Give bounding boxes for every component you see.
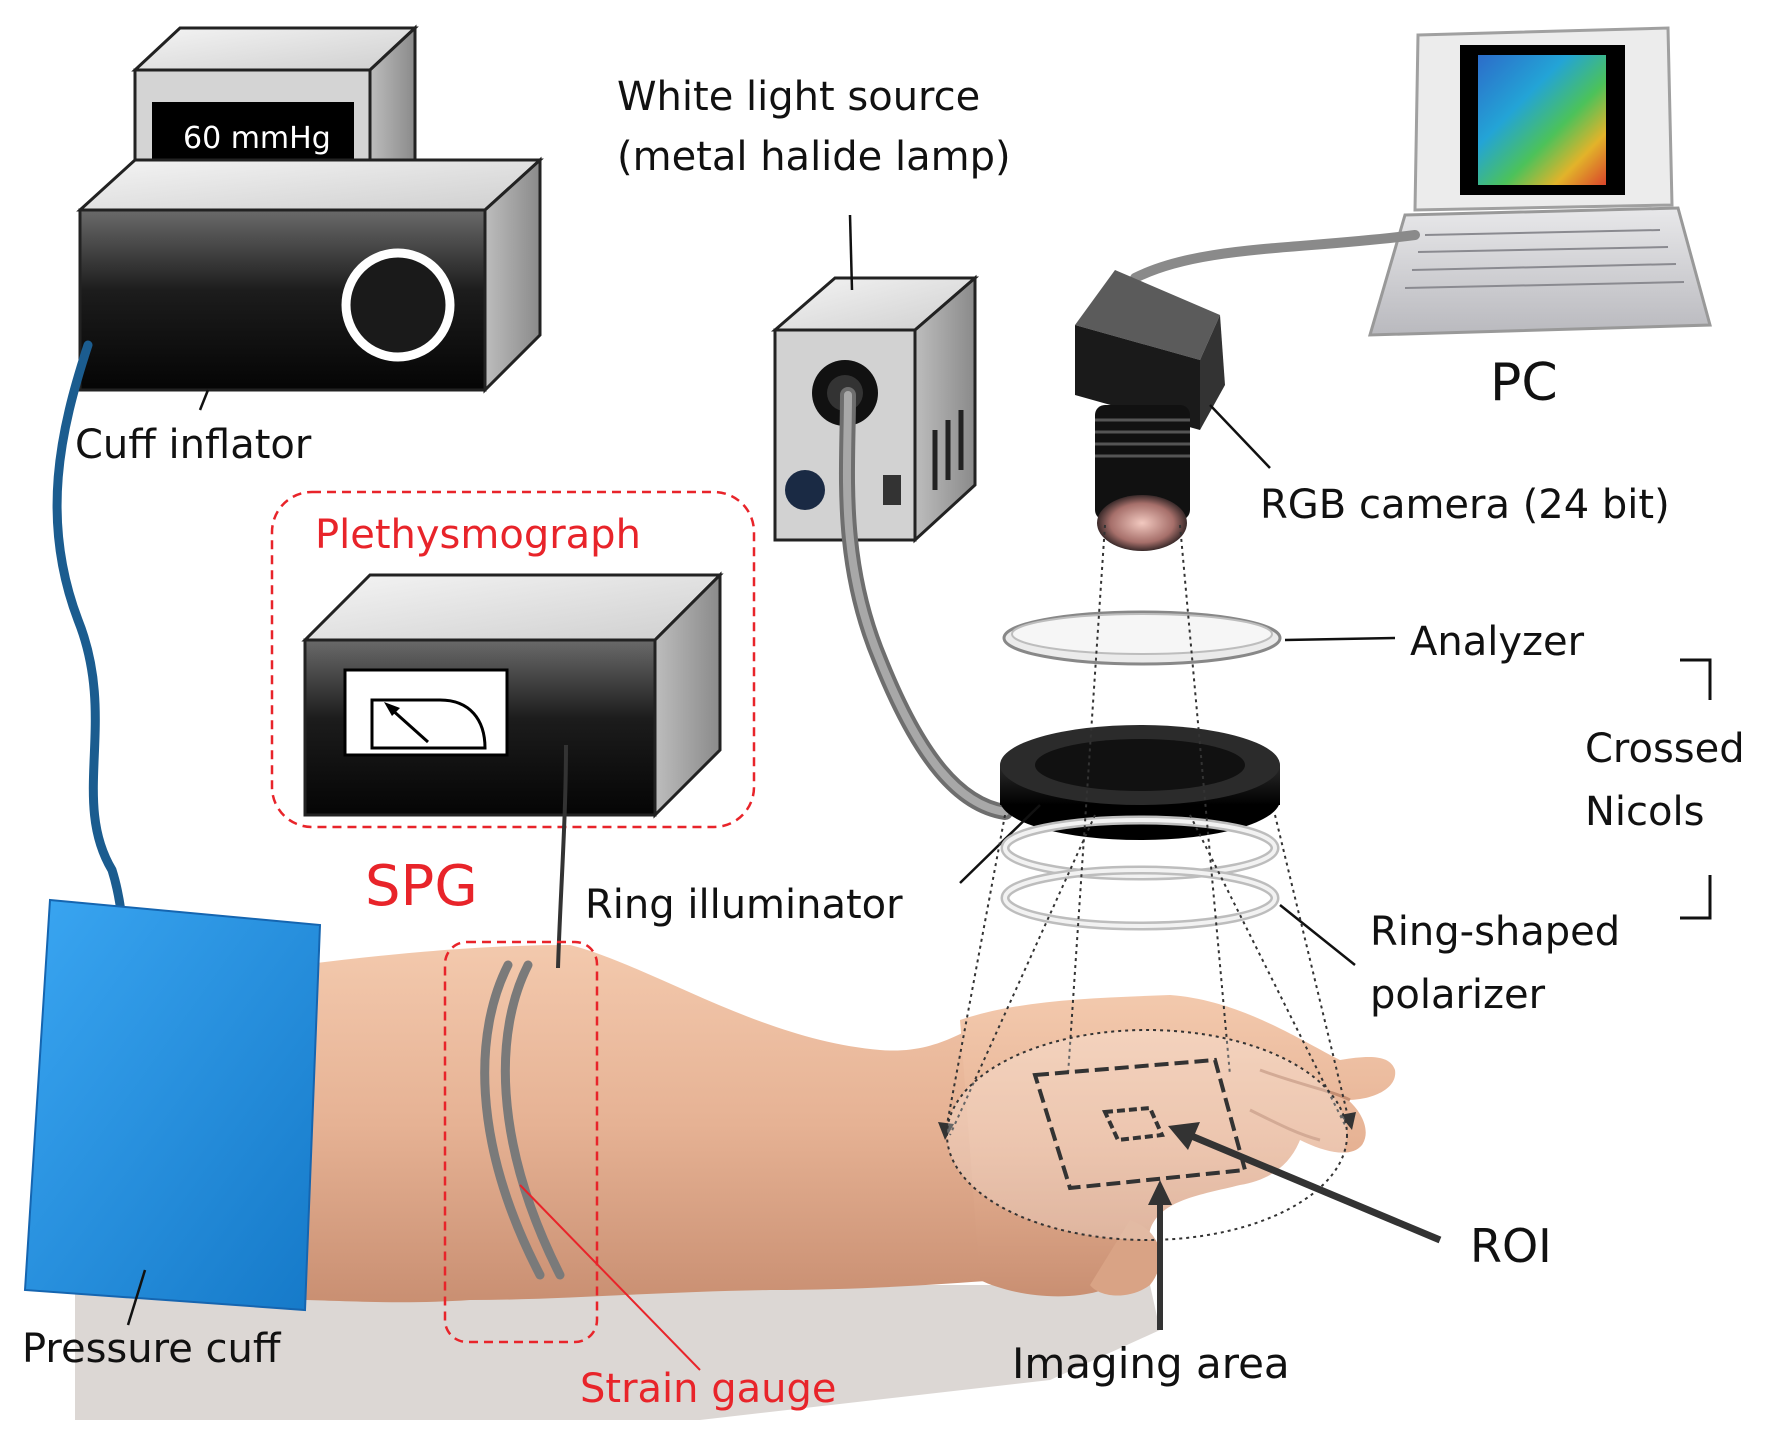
imaging-area-label: Imaging area xyxy=(1012,1339,1290,1388)
imaging-area-box xyxy=(1032,1057,1248,1191)
strain-gauge-label: Strain gauge xyxy=(580,1366,836,1412)
cone-arrow-left xyxy=(938,1122,954,1140)
cuff-inflator-label: Cuff inflator xyxy=(75,422,312,468)
strain-gauge-box xyxy=(443,940,599,1344)
light-source-label-2: (metal halide lamp) xyxy=(617,134,1011,180)
main-box-top xyxy=(76,158,544,212)
arm-shadow xyxy=(75,1285,1160,1420)
lens-ridges xyxy=(1095,418,1190,458)
crossed-nicols-bracket-bottom xyxy=(1680,875,1712,920)
crossed-nicols-bracket-top xyxy=(1680,658,1712,700)
rgb-camera xyxy=(1075,270,1271,551)
rgb-camera-label: RGB camera (24 bit) xyxy=(1260,482,1670,528)
pressure-knob-icon xyxy=(341,248,455,362)
white-light-source-device xyxy=(770,214,980,544)
spg-label: SPG xyxy=(365,854,478,919)
light-source-leader xyxy=(848,214,854,291)
camera-usb-cable xyxy=(1130,230,1420,283)
analyzer-label: Analyzer xyxy=(1410,619,1585,665)
plethysmograph-label: Plethysmograph xyxy=(315,512,641,558)
ring-polarizer-label-2: polarizer xyxy=(1370,972,1546,1018)
screen-image xyxy=(1478,55,1606,185)
cuff-inflator-leader xyxy=(198,389,210,411)
spg-device xyxy=(301,571,724,819)
analyzer-filter xyxy=(1002,610,1396,666)
cone-arrow-right xyxy=(1340,1112,1356,1130)
camera-lens-barrel xyxy=(1095,405,1190,520)
analyzer-leader xyxy=(1284,636,1396,642)
roi-box xyxy=(1101,1105,1165,1143)
light-knob-icon xyxy=(785,470,825,510)
gauge-needle-icon xyxy=(388,706,430,744)
keyboard-keys xyxy=(1404,229,1685,289)
thumb xyxy=(1090,1220,1161,1296)
rgb-camera-leader xyxy=(1209,404,1271,469)
cuff-band xyxy=(23,898,322,1312)
plethysmograph-group-box xyxy=(270,490,756,829)
pc-label: PC xyxy=(1490,353,1558,413)
cuff-display-value: 60 mmHg xyxy=(183,121,331,156)
vent-slots xyxy=(932,410,964,490)
cuff-inflator-device xyxy=(76,24,544,411)
light-source-label-1: White light source xyxy=(617,74,980,120)
finger-lines xyxy=(1249,1068,1351,1142)
laptop-base xyxy=(1367,206,1712,337)
pressure-cuff-leader xyxy=(126,1269,147,1326)
roi-label: ROI xyxy=(1470,1219,1552,1273)
ring-polarizer-leader xyxy=(1279,904,1356,966)
ring-illuminator-label: Ring illuminator xyxy=(585,882,903,928)
strain-gauge-bands xyxy=(480,960,565,1280)
gauge-dial-icon xyxy=(370,698,487,750)
spg-top xyxy=(301,573,724,642)
imaging-area-arrow xyxy=(1148,1180,1172,1330)
camera-side xyxy=(1200,315,1225,430)
strain-gauge-leader xyxy=(519,1184,701,1371)
ring-shaped-polarizer xyxy=(1000,815,1356,966)
roi-arrow xyxy=(1168,1122,1442,1244)
crossed-nicols-label-1: Crossed xyxy=(1585,726,1745,772)
light-switch-icon xyxy=(883,475,901,505)
pressure-cuff-label: Pressure cuff xyxy=(22,1326,282,1372)
camera-front xyxy=(1075,325,1200,430)
illumination-cone xyxy=(944,524,1351,1136)
ring-polarizer-label-1: Ring-shaped xyxy=(1370,909,1620,955)
pc-laptop xyxy=(1367,26,1712,337)
crossed-nicols-label-2: Nicols xyxy=(1585,789,1704,835)
camera-top xyxy=(1075,270,1220,360)
display-box-top xyxy=(131,26,419,72)
pressure-cuff xyxy=(23,898,322,1326)
camera-lens-glass xyxy=(1097,495,1187,551)
forearm xyxy=(300,945,1000,1303)
